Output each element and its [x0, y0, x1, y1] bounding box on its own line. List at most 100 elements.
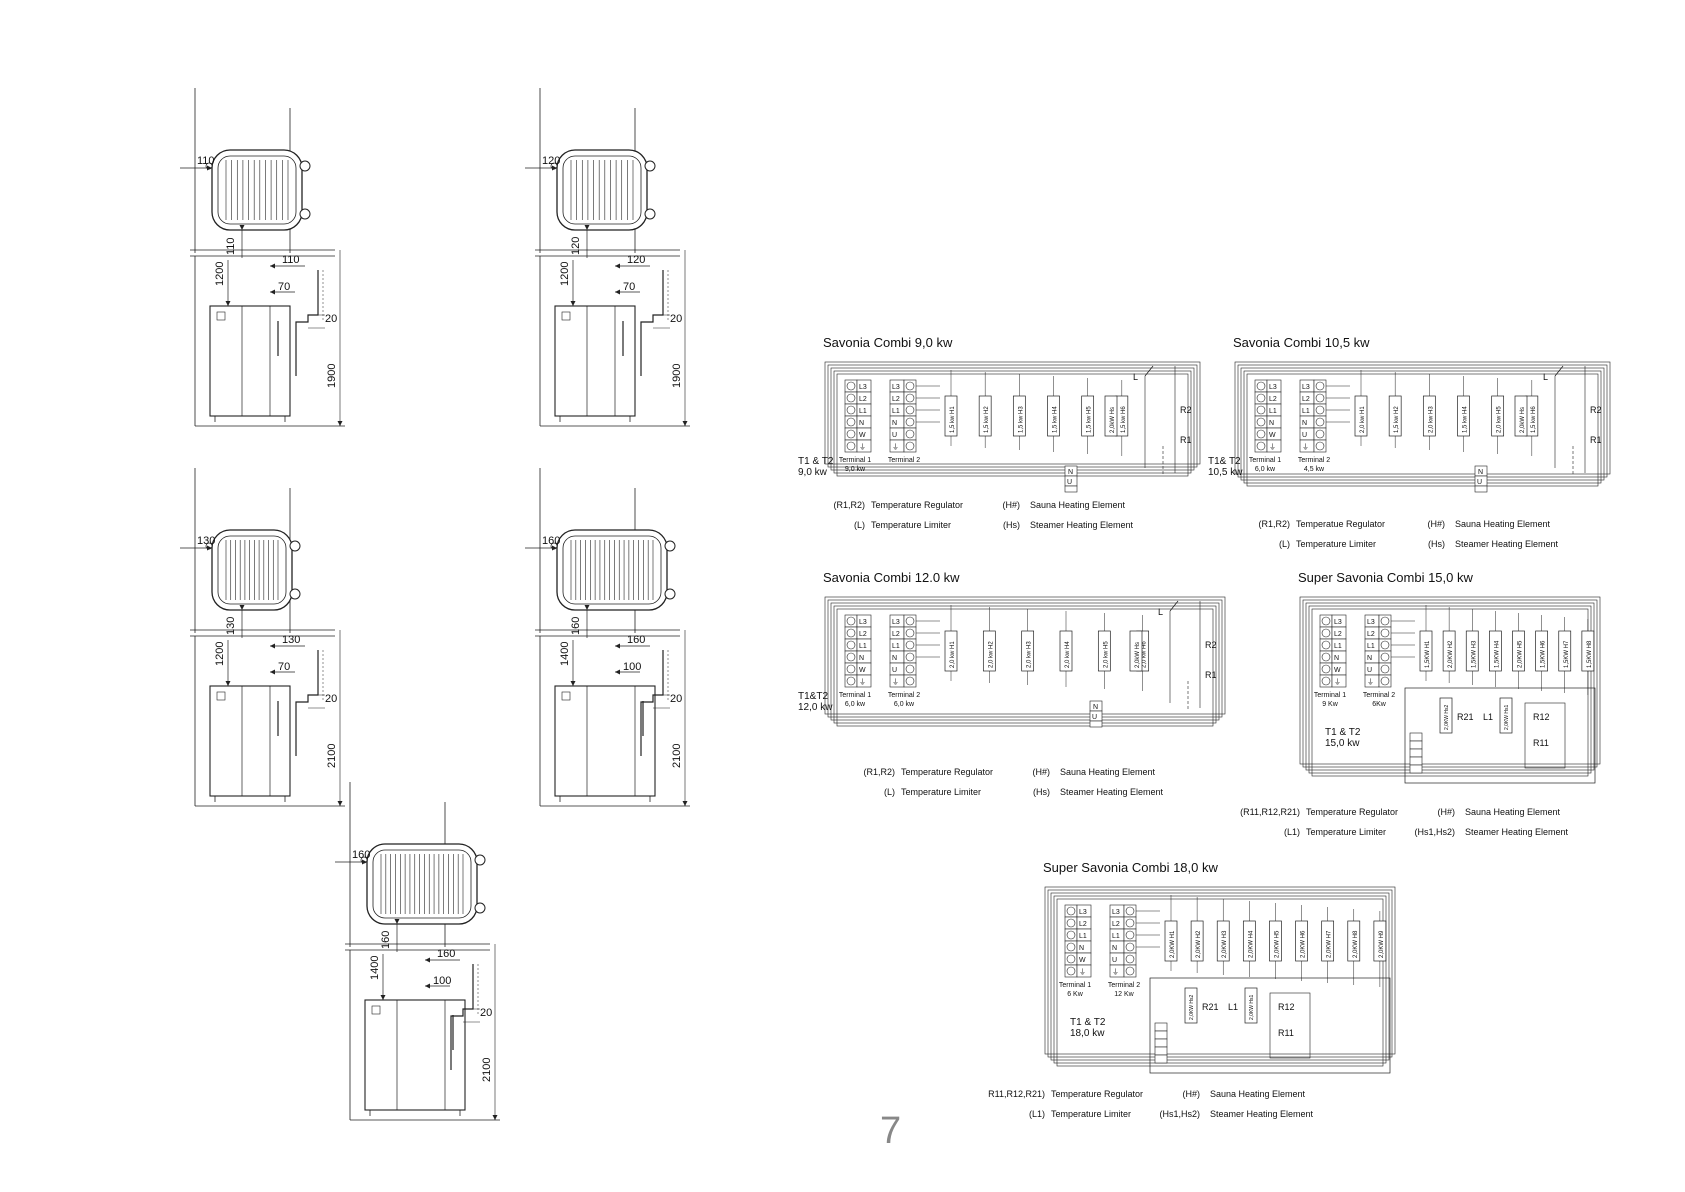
terminal-1-label: Terminal 1 — [1059, 982, 1091, 989]
regulator-label: R1 — [1180, 435, 1192, 445]
height-label: 1200 — [559, 262, 571, 286]
heating-element-label: 2,0 kw H1 — [1360, 406, 1366, 433]
regulator-label: R11 — [1278, 1028, 1294, 1038]
regulator-label: R21 — [1457, 712, 1474, 722]
terminal-row-label: N — [892, 655, 897, 662]
steamer-element-label: 2,0kW Hs — [1520, 407, 1526, 433]
legend-code: (Hs1,Hs2) — [1414, 827, 1455, 837]
screw-icon — [1380, 652, 1390, 662]
diagram-legend: (R1,R2)Temperature Regulator(H#)Sauna He… — [863, 767, 1163, 797]
terminal-row-label: N — [1269, 420, 1274, 427]
terminal-row-label: L1 — [1269, 408, 1277, 415]
arrow-head — [270, 263, 275, 269]
heating-element-label: 2,0 kw H2 — [988, 641, 994, 668]
legend-code: (H#) — [1183, 1089, 1201, 1099]
arrow-head — [584, 225, 590, 230]
terminal-row-label: U — [1112, 957, 1117, 964]
arrow-head — [552, 165, 557, 171]
arrow-head — [570, 681, 576, 686]
legend-code: (H#) — [1003, 500, 1021, 510]
screw-icon — [1315, 393, 1325, 403]
arrow-head — [239, 605, 245, 610]
screw-icon — [846, 381, 856, 391]
heater-side-view — [209, 305, 291, 422]
arrow-head — [615, 289, 620, 295]
wiring-diagram: Savonia Combi 12.0 kwL3L2L1NW⏚L3L2L1NU⏚T… — [798, 570, 1226, 797]
knob-icon — [664, 540, 676, 552]
terminal-row-label: ⏚ — [1367, 678, 1374, 686]
terminal-row-label: ⏚ — [1079, 968, 1086, 976]
terminal-row-label: U — [1477, 479, 1482, 486]
terminal-1-label: Terminal 1 — [839, 692, 871, 699]
legend-code: (L) — [884, 787, 895, 797]
terminal-row-label: L3 — [1112, 909, 1120, 916]
knob-icon — [299, 208, 311, 220]
heating-element-label: 1,5KW H7 — [1564, 640, 1570, 668]
legend-description: Steamer Heating Element — [1465, 827, 1569, 837]
legend-code: (R11,R12,R21) — [1240, 807, 1300, 817]
step-label: 70 — [278, 661, 290, 673]
limiter-label: L1 — [1228, 1002, 1238, 1012]
screw-icon — [905, 664, 915, 674]
terminal-1-label: Terminal 1 — [1249, 457, 1281, 464]
arrow-head — [552, 545, 557, 551]
arrow-head — [615, 263, 620, 269]
arrow-head — [615, 669, 620, 675]
legend-code: (L) — [1279, 539, 1290, 549]
terminal-row-label: ⏚ — [1334, 678, 1341, 686]
screw-icon — [1321, 640, 1331, 650]
heating-element-label: 1,5 kw H5 — [1087, 406, 1093, 433]
screw-icon — [846, 417, 856, 427]
terminal-row-label: U — [892, 432, 897, 439]
diagram-title: Savonia Combi 12.0 kw — [823, 570, 960, 585]
terminal-2-label: Terminal 2 — [888, 692, 920, 699]
terminal-row-label: ⏚ — [859, 443, 866, 451]
screw-icon — [1256, 429, 1266, 439]
screw-icon — [905, 676, 915, 686]
t1-t2-label: T1& T2 — [1208, 456, 1241, 467]
terminal-1-kw: 9,0 kw — [845, 466, 866, 473]
screw-icon — [905, 441, 915, 451]
heating-element-label: 1,5 kw H6 — [1121, 406, 1127, 433]
terminal-1-kw: 6,0 kw — [1255, 466, 1276, 473]
screw-icon — [905, 393, 915, 403]
screw-icon — [1315, 429, 1325, 439]
t1-t2-label: T1 & T2 — [798, 456, 834, 467]
regulator-label: R12 — [1278, 1002, 1295, 1012]
screw-icon — [1315, 405, 1325, 415]
legend-code: (Hs) — [1003, 520, 1020, 530]
total-height-label: 1900 — [671, 364, 683, 388]
terminal-row-label: ⏚ — [1302, 443, 1309, 451]
offset-label: 20 — [325, 693, 337, 705]
terminal-row-label: U — [1367, 667, 1372, 674]
legend-code: (Hs1,Hs2) — [1159, 1109, 1200, 1119]
side-clearance-label: 160 — [352, 849, 370, 861]
legend-description: Sauna Heating Element — [1455, 519, 1551, 529]
terminal-row-label: W — [1269, 432, 1276, 439]
heating-element-label: 1,5KW H6 — [1541, 640, 1547, 668]
terminal-row-label: L2 — [1302, 396, 1310, 403]
terminal-2-kw: 12 Kw — [1114, 991, 1134, 998]
screw-icon — [905, 429, 915, 439]
heating-element-label: 2,0KW H9 — [1379, 930, 1385, 958]
screw-icon — [1380, 616, 1390, 626]
screw-icon — [1321, 628, 1331, 638]
screw-icon — [1066, 942, 1076, 952]
t1-t2-power: 12,0 kw — [798, 702, 833, 713]
steamer-element-label: 2,0KW Hs2 — [1444, 704, 1450, 730]
legend-description: Sauna Heating Element — [1465, 807, 1561, 817]
screw-icon — [1321, 652, 1331, 662]
heating-element-label: 1,5 kw H2 — [984, 406, 990, 433]
legend-description: Steamer Heating Element — [1030, 520, 1134, 530]
screw-icon — [1066, 918, 1076, 928]
terminal-2-label: Terminal 2 — [888, 457, 920, 464]
screw-icon — [1256, 441, 1266, 451]
terminal-1-kw: 6 Kw — [1067, 991, 1084, 998]
legend-code: (H#) — [1033, 767, 1051, 777]
side-clearance-label: 110 — [197, 155, 215, 167]
terminal-row-label: L1 — [1334, 643, 1342, 650]
